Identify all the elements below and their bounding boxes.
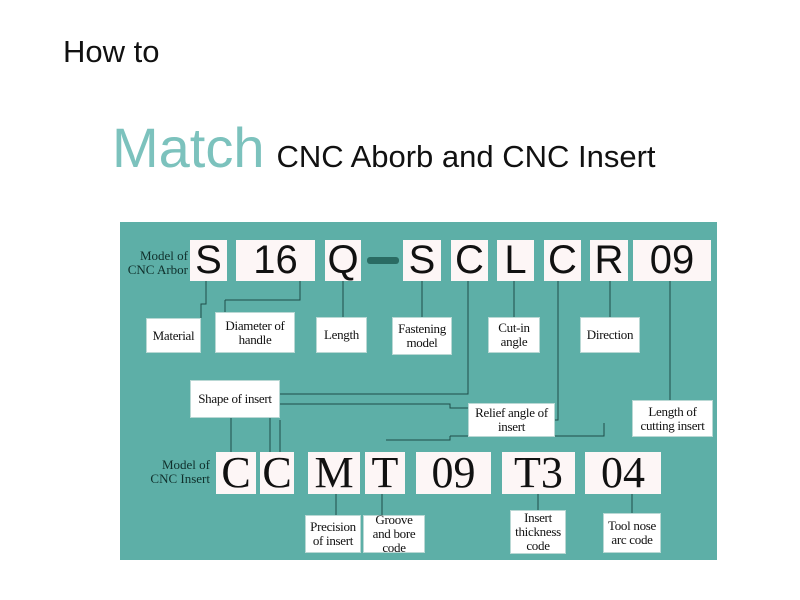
label-precision-of-insert: Precision of insert [305,515,361,553]
title-how-to: How to [63,34,160,69]
label-relief-angle-of-insert: Relief angle of insert [468,403,555,437]
arbor-char-l: L [497,240,534,281]
label-fastening-model: Fastening model [392,317,452,355]
insert-char-c: C [216,451,256,495]
insert-row-label: Model of CNC Insert [150,457,210,486]
label-cut-in-angle: Cut-in angle [488,317,540,353]
label-length-of-cutting-insert: Length of cutting insert [632,400,713,437]
insert-char-09: 09 [416,451,491,495]
label-diameter-of-handle: Diameter of handle [215,312,295,353]
arbor-char-c: C [451,240,488,281]
title-match: Match [112,116,265,179]
insert-char-04: 04 [585,451,661,495]
label-shape-of-insert: Shape of insert [190,380,280,418]
label-material: Material [146,318,201,353]
arbor-row-label: Model of CNC Arbor [127,248,188,277]
label-direction: Direction [580,317,640,353]
insert-char-m: M [308,451,360,495]
arbor-dash [367,257,399,264]
insert-char-c2: C [260,451,294,495]
arbor-char-16: 16 [236,240,315,281]
insert-char-t: T [365,451,405,495]
arbor-char-c2: C [544,240,581,281]
arbor-char-q: Q [325,240,361,281]
arbor-char-r: R [590,240,628,281]
label-length: Length [316,317,367,353]
label-groove-and-bore-code: Groove and bore code [363,513,425,555]
label-insert-thickness-code: Insert thickness code [510,510,566,554]
label-tool-nose-arc-code: Tool nose arc code [603,513,661,553]
title-subject: CNC Aborb and CNC Insert [276,139,656,174]
arbor-char-09: 09 [633,240,711,281]
insert-char-t3: T3 [502,451,575,495]
arbor-char-s: S [190,240,227,281]
arbor-char-s2: S [403,240,441,281]
